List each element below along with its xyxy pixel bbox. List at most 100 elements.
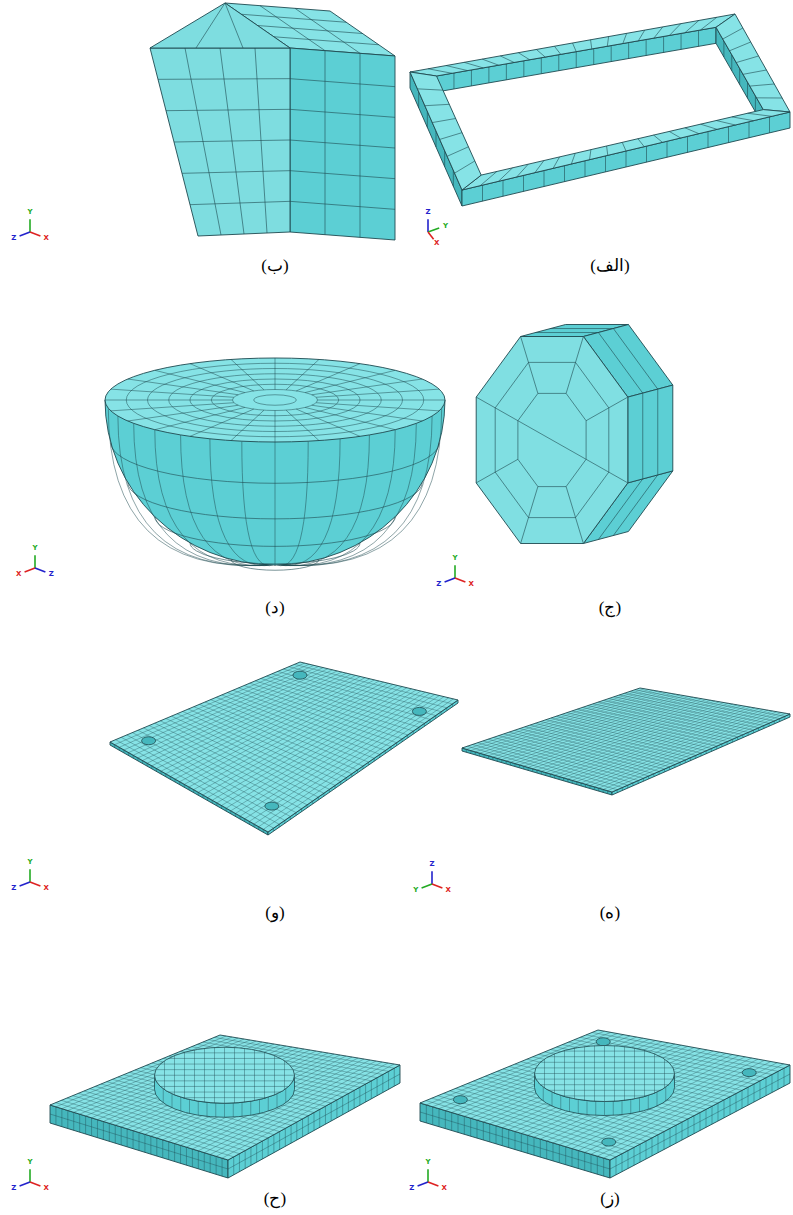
- mesh-line: [646, 39, 647, 55]
- mesh-line: [280, 435, 370, 566]
- mesh-line: [595, 1101, 596, 1115]
- mesh-line: [488, 693, 666, 756]
- mesh-line: [464, 62, 483, 68]
- mesh-line: [611, 46, 612, 62]
- axis-arrow: [427, 1169, 429, 1182]
- axis-letter: Y: [27, 1158, 32, 1166]
- mesh-line: [536, 332, 599, 333]
- mesh-line: [590, 710, 768, 785]
- mesh-line: [174, 140, 290, 142]
- mesh-line: [498, 168, 512, 181]
- mesh-line: [447, 147, 468, 156]
- mesh-line: [743, 70, 766, 74]
- mesh-line: [541, 58, 542, 74]
- mesh-line: [264, 1052, 265, 1098]
- mesh-line: [594, 1046, 595, 1101]
- mesh-line: [554, 1054, 555, 1093]
- mesh-line: [750, 84, 775, 86]
- mesh-line: [156, 673, 346, 768]
- mesh-line: [233, 390, 318, 411]
- mesh-line: [316, 389, 439, 397]
- axis-letter: Y: [452, 554, 457, 562]
- axis-letter: Y: [32, 544, 37, 552]
- mesh-line: [657, 1092, 658, 1106]
- mesh-line: [259, 1099, 260, 1113]
- axis-arrow: [454, 565, 456, 578]
- mesh-face: [628, 385, 673, 483]
- mesh-line: [480, 171, 497, 185]
- mesh-line: [509, 1046, 688, 1129]
- mesh-line: [559, 705, 737, 777]
- mesh-line: [593, 49, 594, 65]
- bolt-hole: [742, 1069, 756, 1077]
- mesh-line: [226, 690, 416, 808]
- axis-arrow: [29, 219, 31, 232]
- mesh-line: [502, 1045, 681, 1128]
- mesh-line: [551, 328, 614, 329]
- mesh-line: [184, 680, 374, 784]
- mesh-line: [254, 697, 444, 824]
- mesh-line: [523, 61, 524, 77]
- mesh-face: [110, 662, 458, 832]
- mesh-line: [544, 171, 545, 187]
- thin-plate-part: [462, 688, 790, 795]
- axis-letter: X: [434, 239, 439, 247]
- axis-arrow: [428, 1182, 438, 1186]
- mesh-line: [278, 439, 340, 566]
- mesh-line: [194, 1050, 195, 1101]
- mesh-line: [158, 78, 290, 80]
- mesh-face: [462, 110, 790, 190]
- axis-arrow: [30, 1182, 40, 1186]
- hemisphere-part: [105, 358, 445, 570]
- mesh-line: [646, 146, 647, 162]
- mesh-line: [231, 691, 421, 811]
- axis-letter: Y: [27, 858, 32, 866]
- mesh-face: [410, 72, 481, 190]
- mesh-line: [482, 185, 483, 201]
- mesh-line: [594, 711, 772, 787]
- mesh-line: [440, 133, 462, 140]
- mesh-line: [166, 109, 290, 110]
- mesh-line: [207, 1102, 208, 1116]
- axis-letter: Y: [413, 886, 418, 894]
- base-plate-part: [50, 1035, 400, 1178]
- panel-label: (ب): [261, 255, 288, 276]
- mesh-line: [275, 411, 276, 443]
- mesh-line: [555, 704, 733, 775]
- mesh-line: [147, 671, 337, 763]
- mesh-line: [608, 713, 786, 790]
- mesh-line: [669, 24, 680, 36]
- mesh-line: [133, 668, 323, 756]
- mesh-line: [586, 397, 628, 421]
- mesh-line: [286, 359, 319, 389]
- axis-letter: Z: [11, 1184, 16, 1192]
- mesh-face: [716, 14, 790, 112]
- axis-arrow: [422, 884, 432, 888]
- disc-top: [535, 1046, 675, 1102]
- axis-letter: Z: [425, 208, 430, 216]
- mesh-line: [554, 46, 560, 54]
- mesh-line: [258, 26, 363, 34]
- mesh-line: [128, 405, 238, 421]
- mesh-line: [591, 40, 592, 49]
- mesh-line: [161, 674, 351, 771]
- axis-letter: Z: [49, 570, 54, 578]
- mesh-line: [181, 435, 271, 566]
- axis-letter: X: [16, 570, 21, 578]
- mesh-line: [242, 1102, 243, 1116]
- mesh-line: [607, 37, 608, 47]
- axis-letter: X: [442, 1184, 447, 1192]
- mesh-line: [566, 487, 583, 544]
- axis-letter: X: [446, 886, 451, 894]
- mesh-line: [523, 175, 524, 191]
- mesh-line: [604, 1046, 605, 1102]
- mesh-line: [249, 696, 439, 822]
- mesh-line: [535, 161, 544, 173]
- mesh-line: [234, 1048, 235, 1103]
- perforated-plate-part: [110, 662, 458, 835]
- axis-arrow: [35, 568, 45, 572]
- axis-letter: Z: [11, 884, 16, 892]
- mesh-line: [685, 20, 699, 32]
- mesh-face: [420, 1030, 790, 1160]
- panel-label: (الف): [590, 255, 629, 276]
